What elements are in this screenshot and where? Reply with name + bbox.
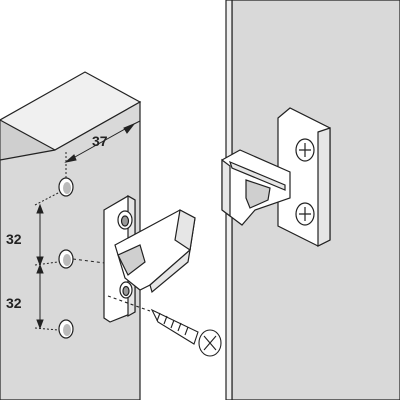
dimension-37-label: 37 [92, 133, 108, 149]
screw-shaft [150, 308, 199, 345]
dimension-lines [34, 120, 141, 331]
wood-screw [107, 295, 222, 357]
fitting-part-b [221, 107, 331, 247]
fitting-part-a [103, 194, 196, 323]
dimension-32-lower-label: 32 [6, 295, 22, 311]
dimension-32-upper-label: 32 [6, 231, 22, 247]
